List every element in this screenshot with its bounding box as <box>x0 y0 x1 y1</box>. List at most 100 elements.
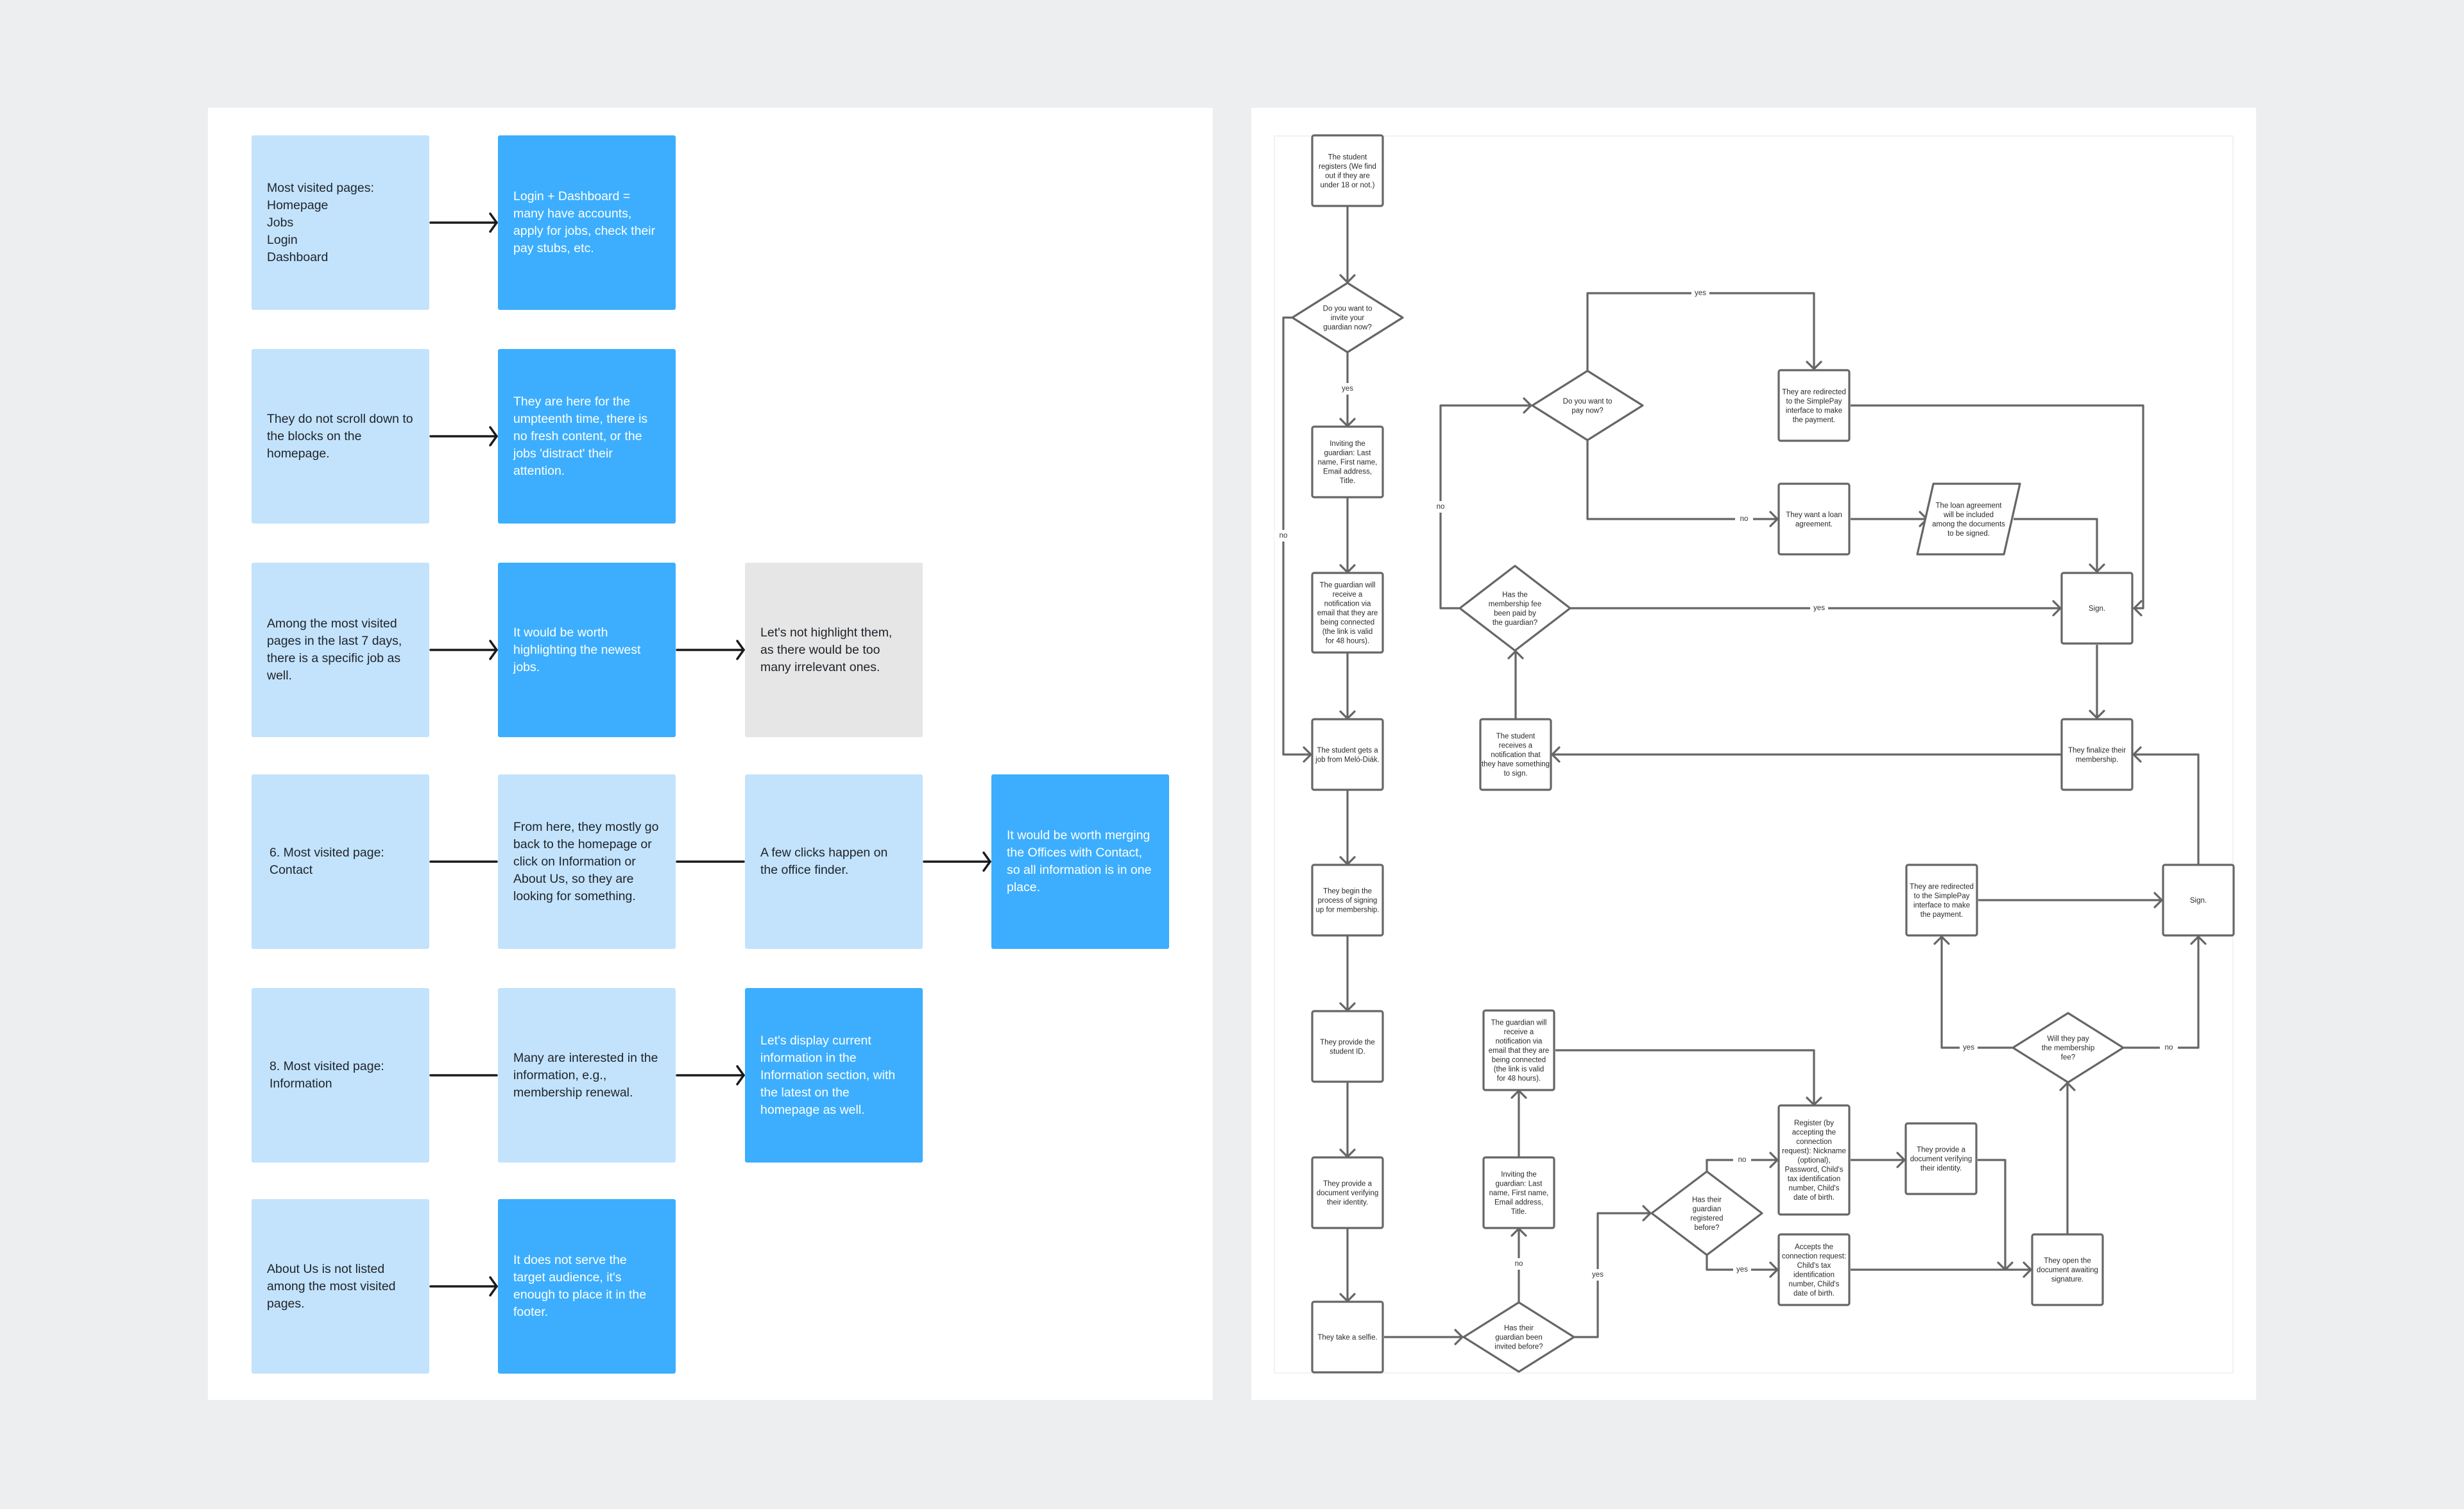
sticky-note[interactable]: Let's display current information in the… <box>745 988 923 1163</box>
connector-arrow[interactable] <box>429 1276 499 1297</box>
arrowhead-icon <box>2190 935 2207 945</box>
flow-edge-sign1-to-finalize[interactable] <box>2089 645 2105 719</box>
flow-edge-finalize-to-student_notified[interactable] <box>1551 746 2061 763</box>
sticky-note[interactable]: 8. Most visited page: Information <box>252 988 429 1163</box>
process-node-selfie[interactable]: They take a selfie. <box>1311 1300 1384 1374</box>
flow-edge-fee_paid-to-sign1[interactable]: yes <box>1571 600 2062 617</box>
sticky-note[interactable]: It would be worth highlighting the newes… <box>498 563 676 737</box>
flow-edge-doc_verify1-to-selfie[interactable] <box>1339 1229 1356 1302</box>
node-text: Sign. <box>2190 897 2207 905</box>
connector-arrow[interactable] <box>676 1065 746 1086</box>
flow-edge-open_doc-to-will_pay[interactable] <box>2059 1082 2076 1234</box>
flow-edge-invited_before-to-inviting2[interactable]: no <box>1510 1227 1528 1302</box>
sticky-note[interactable]: It does not serve the target audience, i… <box>498 1199 676 1374</box>
flow-edge-selfie-to-invited_before[interactable] <box>1384 1329 1464 1345</box>
sticky-note[interactable]: Among the most visited pages in the last… <box>252 563 429 737</box>
flow-edge-pay_now-to-loan[interactable]: no <box>1586 441 1779 527</box>
process-node-sign1[interactable]: Sign. <box>2060 572 2134 645</box>
sticky-note[interactable]: Let's not highlight them, as there would… <box>745 563 923 737</box>
flow-edge-simplepay1-to-sign1[interactable] <box>1851 404 2144 617</box>
flow-edge-notify1-to-gets_job[interactable] <box>1339 653 1356 720</box>
flow-edge-invited_before-to-registered_before[interactable]: yes <box>1575 1205 1652 1338</box>
sticky-note[interactable]: A few clicks happen on the office finder… <box>745 774 923 949</box>
flow-edge-inviting1-to-notify1[interactable] <box>1339 498 1356 574</box>
flow-edge-accepts-to-open_doc[interactable] <box>1851 1261 2032 1278</box>
insights-board: Most visited pages: Homepage Jobs Login … <box>208 108 1213 1400</box>
flow-edge-registered_before-to-register_guardian[interactable]: no <box>1706 1152 1779 1172</box>
flow-edge-register-to-invite_now[interactable] <box>1339 207 1356 284</box>
flow-edge-sign2-to-finalize[interactable] <box>2132 746 2200 864</box>
sticky-note[interactable]: They are here for the umpteenth time, th… <box>498 349 676 524</box>
sticky-note[interactable]: Most visited pages: Homepage Jobs Login … <box>252 135 429 310</box>
sticky-note[interactable]: 6. Most visited page: Contact <box>252 774 429 949</box>
flow-edge-simplepay2-to-sign2[interactable] <box>1978 892 2163 908</box>
sticky-note[interactable]: Login + Dashboard = many have accounts, … <box>498 135 676 310</box>
connector-arrow[interactable] <box>676 640 746 660</box>
connector-arrow[interactable] <box>429 212 499 233</box>
flow-edge-will_pay-to-simplepay2[interactable]: yes <box>1933 935 2012 1053</box>
flow-edge-loan_docs-to-sign1[interactable] <box>2014 518 2105 573</box>
sticky-note[interactable]: They do not scroll down to the blocks on… <box>252 349 429 524</box>
connector-arrow[interactable] <box>429 426 499 447</box>
edge-label: yes <box>1342 385 1353 393</box>
flow-edge-invite_now-to-gets_job[interactable]: no <box>1274 316 1312 763</box>
flow-edge-registered_before-to-accepts[interactable]: yes <box>1706 1255 1779 1278</box>
edge-label: yes <box>1963 1044 1974 1052</box>
flow-edge-doc_verify2-to-open_doc[interactable] <box>1978 1159 2014 1271</box>
flow-edge-invite_now-to-inviting1[interactable]: yes <box>1339 353 1356 427</box>
flow-edge-will_pay-to-sign2[interactable]: no <box>2124 935 2207 1053</box>
flow-edge-loan-to-loan_docs[interactable] <box>1851 511 1928 527</box>
flow-edge-notify2-to-register_guardian[interactable] <box>1555 1049 1822 1106</box>
flow-edge-begin_signup-to-student_id[interactable] <box>1339 936 1356 1012</box>
process-node-sign2[interactable]: Sign. <box>2162 864 2235 937</box>
flow-edge-pay_now-to-simplepay1[interactable]: yes <box>1586 287 1822 370</box>
connector-arrow[interactable] <box>429 640 499 660</box>
flow-edge-inviting2-to-notify2[interactable] <box>1510 1089 1527 1157</box>
flow-edge-gets_job-to-begin_signup[interactable] <box>1339 790 1356 865</box>
sticky-note[interactable]: About Us is not listed among the most vi… <box>252 1199 429 1374</box>
arrowhead-icon <box>489 212 499 233</box>
sticky-note[interactable]: From here, they mostly go back to the ho… <box>498 774 676 949</box>
sticky-note-text: Login + Dashboard = many have accounts, … <box>513 189 656 255</box>
flow-edge-student_id-to-doc_verify1[interactable] <box>1339 1082 1356 1158</box>
connector-arrow[interactable] <box>923 851 992 872</box>
edge-label: yes <box>1736 1266 1748 1274</box>
sticky-note[interactable]: Many are interested in the information, … <box>498 988 676 1163</box>
flow-edge-student_notified-to-fee_paid[interactable] <box>1507 650 1524 719</box>
flow-edge-fee_paid-to-pay_now[interactable]: no <box>1432 397 1532 610</box>
flow-edge-register_guardian-to-doc_verify2[interactable] <box>1851 1152 1906 1168</box>
sticky-note[interactable]: It would be worth merging the Offices wi… <box>991 774 1169 949</box>
sticky-note-text: They are here for the umpteenth time, th… <box>513 394 648 478</box>
